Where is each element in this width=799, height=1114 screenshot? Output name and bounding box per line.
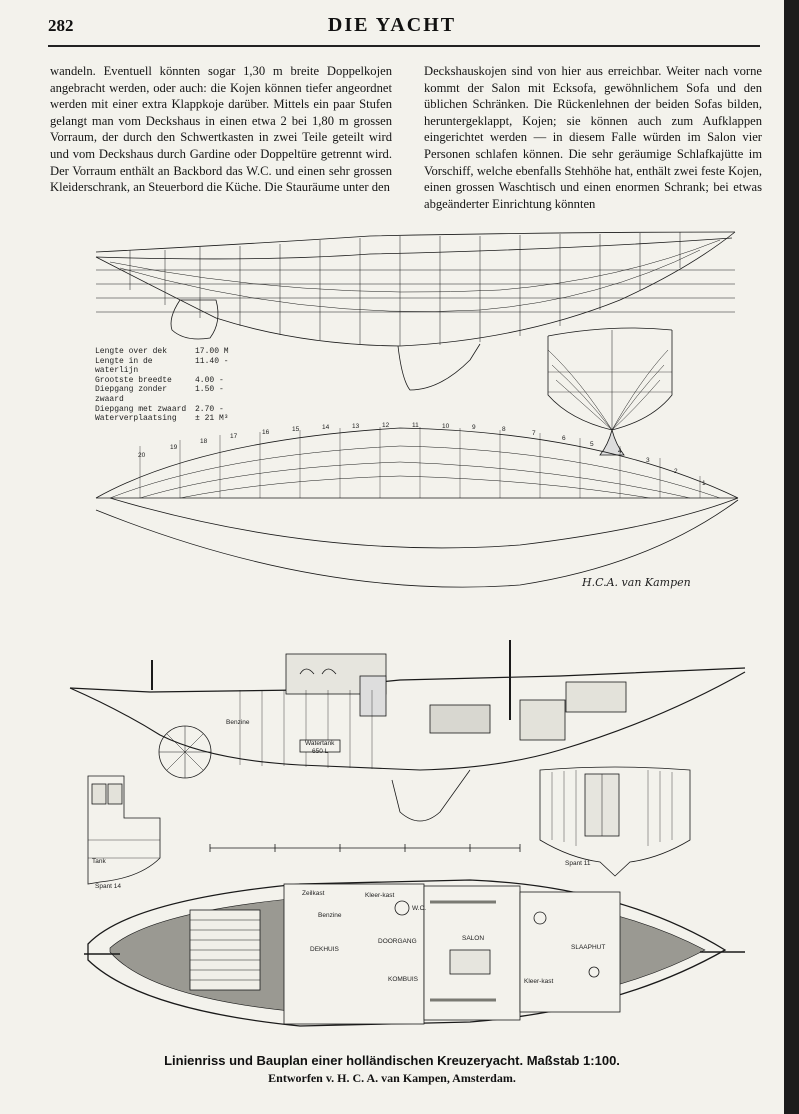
page-number: 282: [48, 16, 74, 35]
station-number: 5: [590, 441, 594, 448]
station-number: 15: [292, 426, 300, 433]
dekhuis-label: DEKHUIS: [310, 946, 339, 953]
station-number: 18: [200, 438, 208, 445]
station-number: 11: [412, 422, 419, 429]
deck-benzine-label: Benzine: [318, 912, 342, 919]
deck-plan: [84, 879, 745, 1027]
tank-label: Tank: [92, 858, 106, 865]
page-title: DIE YACHT: [327, 14, 457, 36]
spant11-label: Spant 11: [565, 860, 591, 867]
station-number: 2: [674, 468, 678, 475]
kleerkast-label: Kleer-kast: [524, 978, 554, 985]
zeilkast-label: Zeilkast: [302, 890, 325, 897]
station-number: 9: [472, 424, 476, 431]
dimension-row: Waterverplaatsing± 21 M³: [95, 414, 229, 424]
text-column-left: wandeln. Eventuell könnten sogar 1,30 m …: [50, 63, 392, 196]
section-right: [539, 766, 691, 877]
profile-view: [95, 231, 736, 391]
kleerkast-label: Kleer-kast: [365, 892, 395, 899]
arrangement-profile: [69, 640, 746, 852]
designer-signature: H.C.A. van Kampen: [582, 576, 691, 589]
station-number: 4: [618, 448, 622, 455]
station-number: 13: [352, 423, 360, 430]
text-column-right: Deckshauskojen sind von hier aus erreich…: [424, 63, 762, 212]
station-number: 16: [262, 429, 270, 436]
benzine-label: Benzine: [226, 719, 250, 726]
page-edge-shadow: [784, 0, 799, 1114]
station-number: 17: [230, 433, 238, 440]
wc-label: W.C.: [412, 905, 427, 912]
station-number: 1: [702, 480, 706, 487]
doorgang-label: DOORGANG: [378, 938, 417, 945]
salon-label: SALON: [462, 935, 485, 942]
slaaphut-label: SLAAPHUT: [571, 944, 606, 951]
watertank-label: Watertank: [305, 740, 335, 747]
half-breadth-plan: [95, 427, 739, 588]
spant14-label: Spant 14: [95, 883, 122, 890]
station-number: 3: [646, 457, 650, 464]
station-number: 12: [382, 422, 390, 429]
left-column-text: wandeln. Eventuell könnten sogar 1,30 m …: [50, 64, 392, 195]
kombuis-label: KOMBUIS: [388, 976, 418, 983]
station-number: 8: [502, 426, 506, 433]
station-number: 7: [532, 430, 536, 437]
section-left: [87, 775, 161, 885]
header-rule: [48, 45, 760, 47]
figure-caption: Linienriss und Bauplan einer holländisch…: [164, 1053, 620, 1068]
station-number: 19: [170, 444, 178, 451]
station-number: 14: [322, 424, 330, 431]
right-column-text: Deckshauskojen sind von hier aus erreich…: [424, 64, 762, 211]
body-plan: [547, 327, 673, 456]
station-number: 6: [562, 435, 566, 442]
watertank-capacity-label: 650 L: [312, 748, 329, 755]
station-number: 10: [442, 423, 450, 430]
station-number: 20: [138, 452, 146, 459]
figure-credit: Entworfen v. H. C. A. van Kampen, Amster…: [268, 1071, 516, 1085]
